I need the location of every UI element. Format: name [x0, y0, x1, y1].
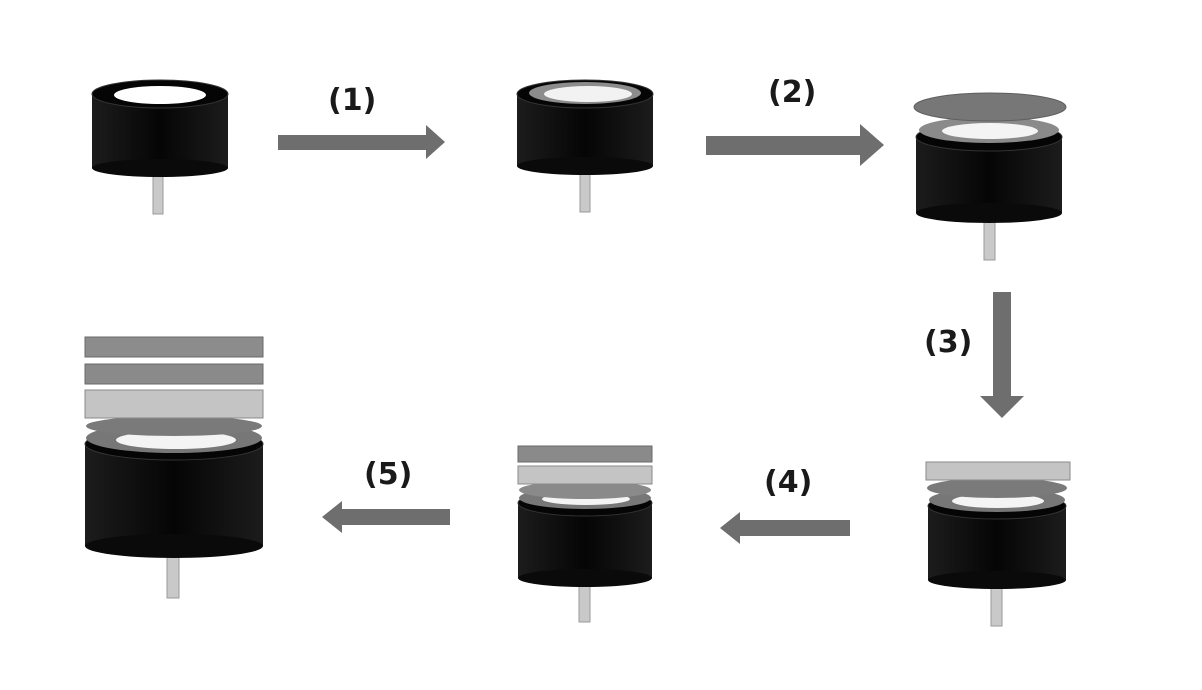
layer-slab	[517, 465, 653, 485]
layer-slab	[925, 461, 1071, 481]
electrode-bottom-edge	[85, 534, 263, 558]
electrode-stage-4	[925, 461, 1071, 627]
arrow-1-shape	[278, 125, 445, 159]
arrow-step-2: (2)	[706, 75, 884, 166]
arrow-step-3: (3)	[924, 292, 1024, 418]
electrode-stage-5	[517, 445, 653, 623]
membrane-disc	[927, 478, 1067, 498]
electrode-surface	[952, 494, 1044, 508]
arrow-5-shape	[322, 501, 450, 533]
membrane-disc	[913, 92, 1067, 122]
step-label-1: (1)	[328, 83, 376, 118]
electrode-surface	[544, 86, 632, 102]
electrode-stage-1	[91, 79, 229, 215]
electrode-bottom-edge	[517, 157, 653, 175]
electrode-bottom-edge	[92, 159, 228, 177]
electrode-stage-6	[84, 336, 264, 599]
membrane-disc	[86, 416, 262, 436]
layer-slab-top	[517, 445, 653, 463]
arrow-step-4: (4)	[720, 465, 850, 544]
arrow-step-5: (5)	[322, 457, 450, 533]
step-label-3: (3)	[924, 325, 972, 360]
electrode-bottom-edge	[916, 203, 1062, 223]
electrode-surface	[116, 431, 236, 449]
arrow-step-1: (1)	[278, 83, 445, 159]
step-label-4: (4)	[764, 465, 812, 500]
layer-slab	[84, 389, 264, 419]
arrow-2-shape	[706, 124, 884, 166]
electrode-bottom-edge	[928, 571, 1066, 589]
membrane-disc	[519, 481, 651, 499]
electrode-surface	[114, 86, 206, 104]
electrode-stage-2	[516, 79, 654, 213]
electrode-surface	[942, 123, 1038, 139]
electrode-stage-3	[913, 92, 1067, 261]
electrode-bottom-edge	[518, 569, 652, 587]
step-label-2: (2)	[768, 75, 816, 110]
electrode-body	[85, 445, 263, 546]
step-label-5: (5)	[364, 457, 412, 492]
layer-slab-middle	[84, 363, 264, 385]
arrow-3-shape	[980, 292, 1024, 418]
layer-slab-top	[84, 336, 264, 358]
arrow-4-shape	[720, 512, 850, 544]
